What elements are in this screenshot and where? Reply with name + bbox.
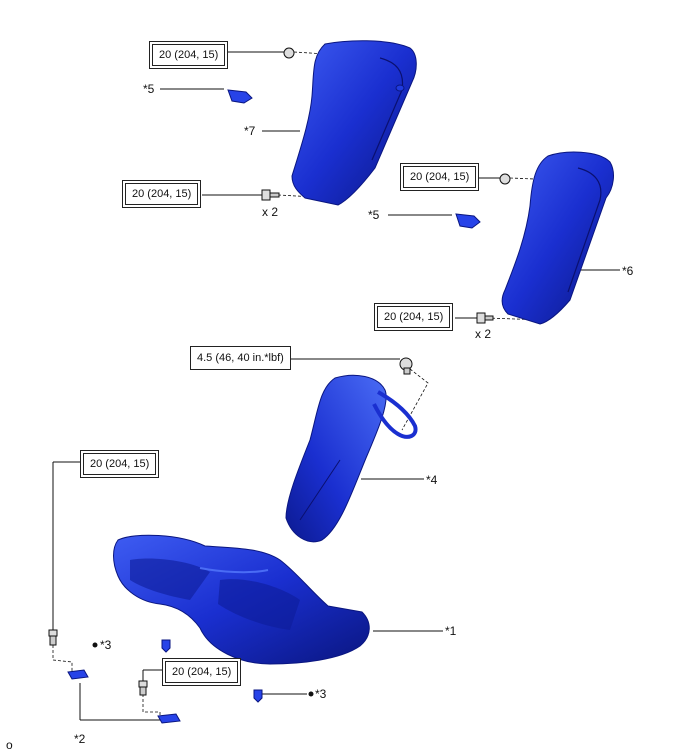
torque-value: 20 (204, 15) — [125, 183, 199, 205]
part-label: *5 — [143, 82, 155, 96]
torque-value: 20 (204, 15) — [152, 44, 226, 66]
bracket-2b — [157, 713, 181, 724]
torque-spec-box: 20 (204, 15) — [122, 180, 202, 208]
clip-5-lower — [455, 213, 481, 229]
dot-icon — [92, 642, 98, 648]
torque-spec-box: 20 (204, 15) — [374, 303, 454, 331]
clip-3a — [161, 639, 171, 653]
part-label: *3 — [315, 687, 327, 701]
part-label: *1 — [445, 624, 457, 638]
bracket-2a — [67, 669, 89, 680]
nut-icon — [499, 173, 511, 185]
seatback-panel-6 — [501, 151, 614, 325]
torque-spec-box-single: 4.5 (46, 40 in.*lbf) — [190, 346, 291, 370]
part-label: *2 — [74, 732, 86, 746]
part-label: *5 — [368, 208, 380, 222]
bolt-icon — [48, 629, 58, 646]
part-label: *6 — [622, 264, 634, 278]
bolt-icon — [399, 357, 413, 375]
torque-spec-box: 20 (204, 15) — [149, 41, 229, 69]
part-label: *7 — [244, 124, 256, 138]
torque-spec-box: 20 (204, 15) — [162, 658, 242, 686]
torque-spec-box: 20 (204, 15) — [400, 163, 480, 191]
clip-3b — [253, 689, 263, 703]
seatback-panel-7 — [291, 40, 417, 206]
quantity-label: x 2 — [262, 205, 279, 219]
torque-value: 20 (204, 15) — [83, 453, 157, 475]
part-label: *4 — [426, 473, 438, 487]
dot-icon — [308, 691, 314, 697]
torque-value: 20 (204, 15) — [377, 306, 451, 328]
bolt-icon — [476, 312, 494, 324]
torque-spec-box: 20 (204, 15) — [80, 450, 160, 478]
torque-value: 20 (204, 15) — [165, 661, 239, 683]
part-label: *3 — [100, 638, 112, 652]
armrest-4 — [285, 374, 418, 543]
footer-mark: o — [6, 738, 13, 752]
torque-value: 20 (204, 15) — [403, 166, 477, 188]
quantity-label: x 2 — [475, 327, 492, 341]
nut-icon — [283, 47, 295, 59]
bolt-icon — [261, 189, 280, 201]
seat-cushion-1 — [113, 534, 370, 665]
bolt-icon — [138, 680, 148, 696]
clip-5-upper — [227, 89, 253, 104]
